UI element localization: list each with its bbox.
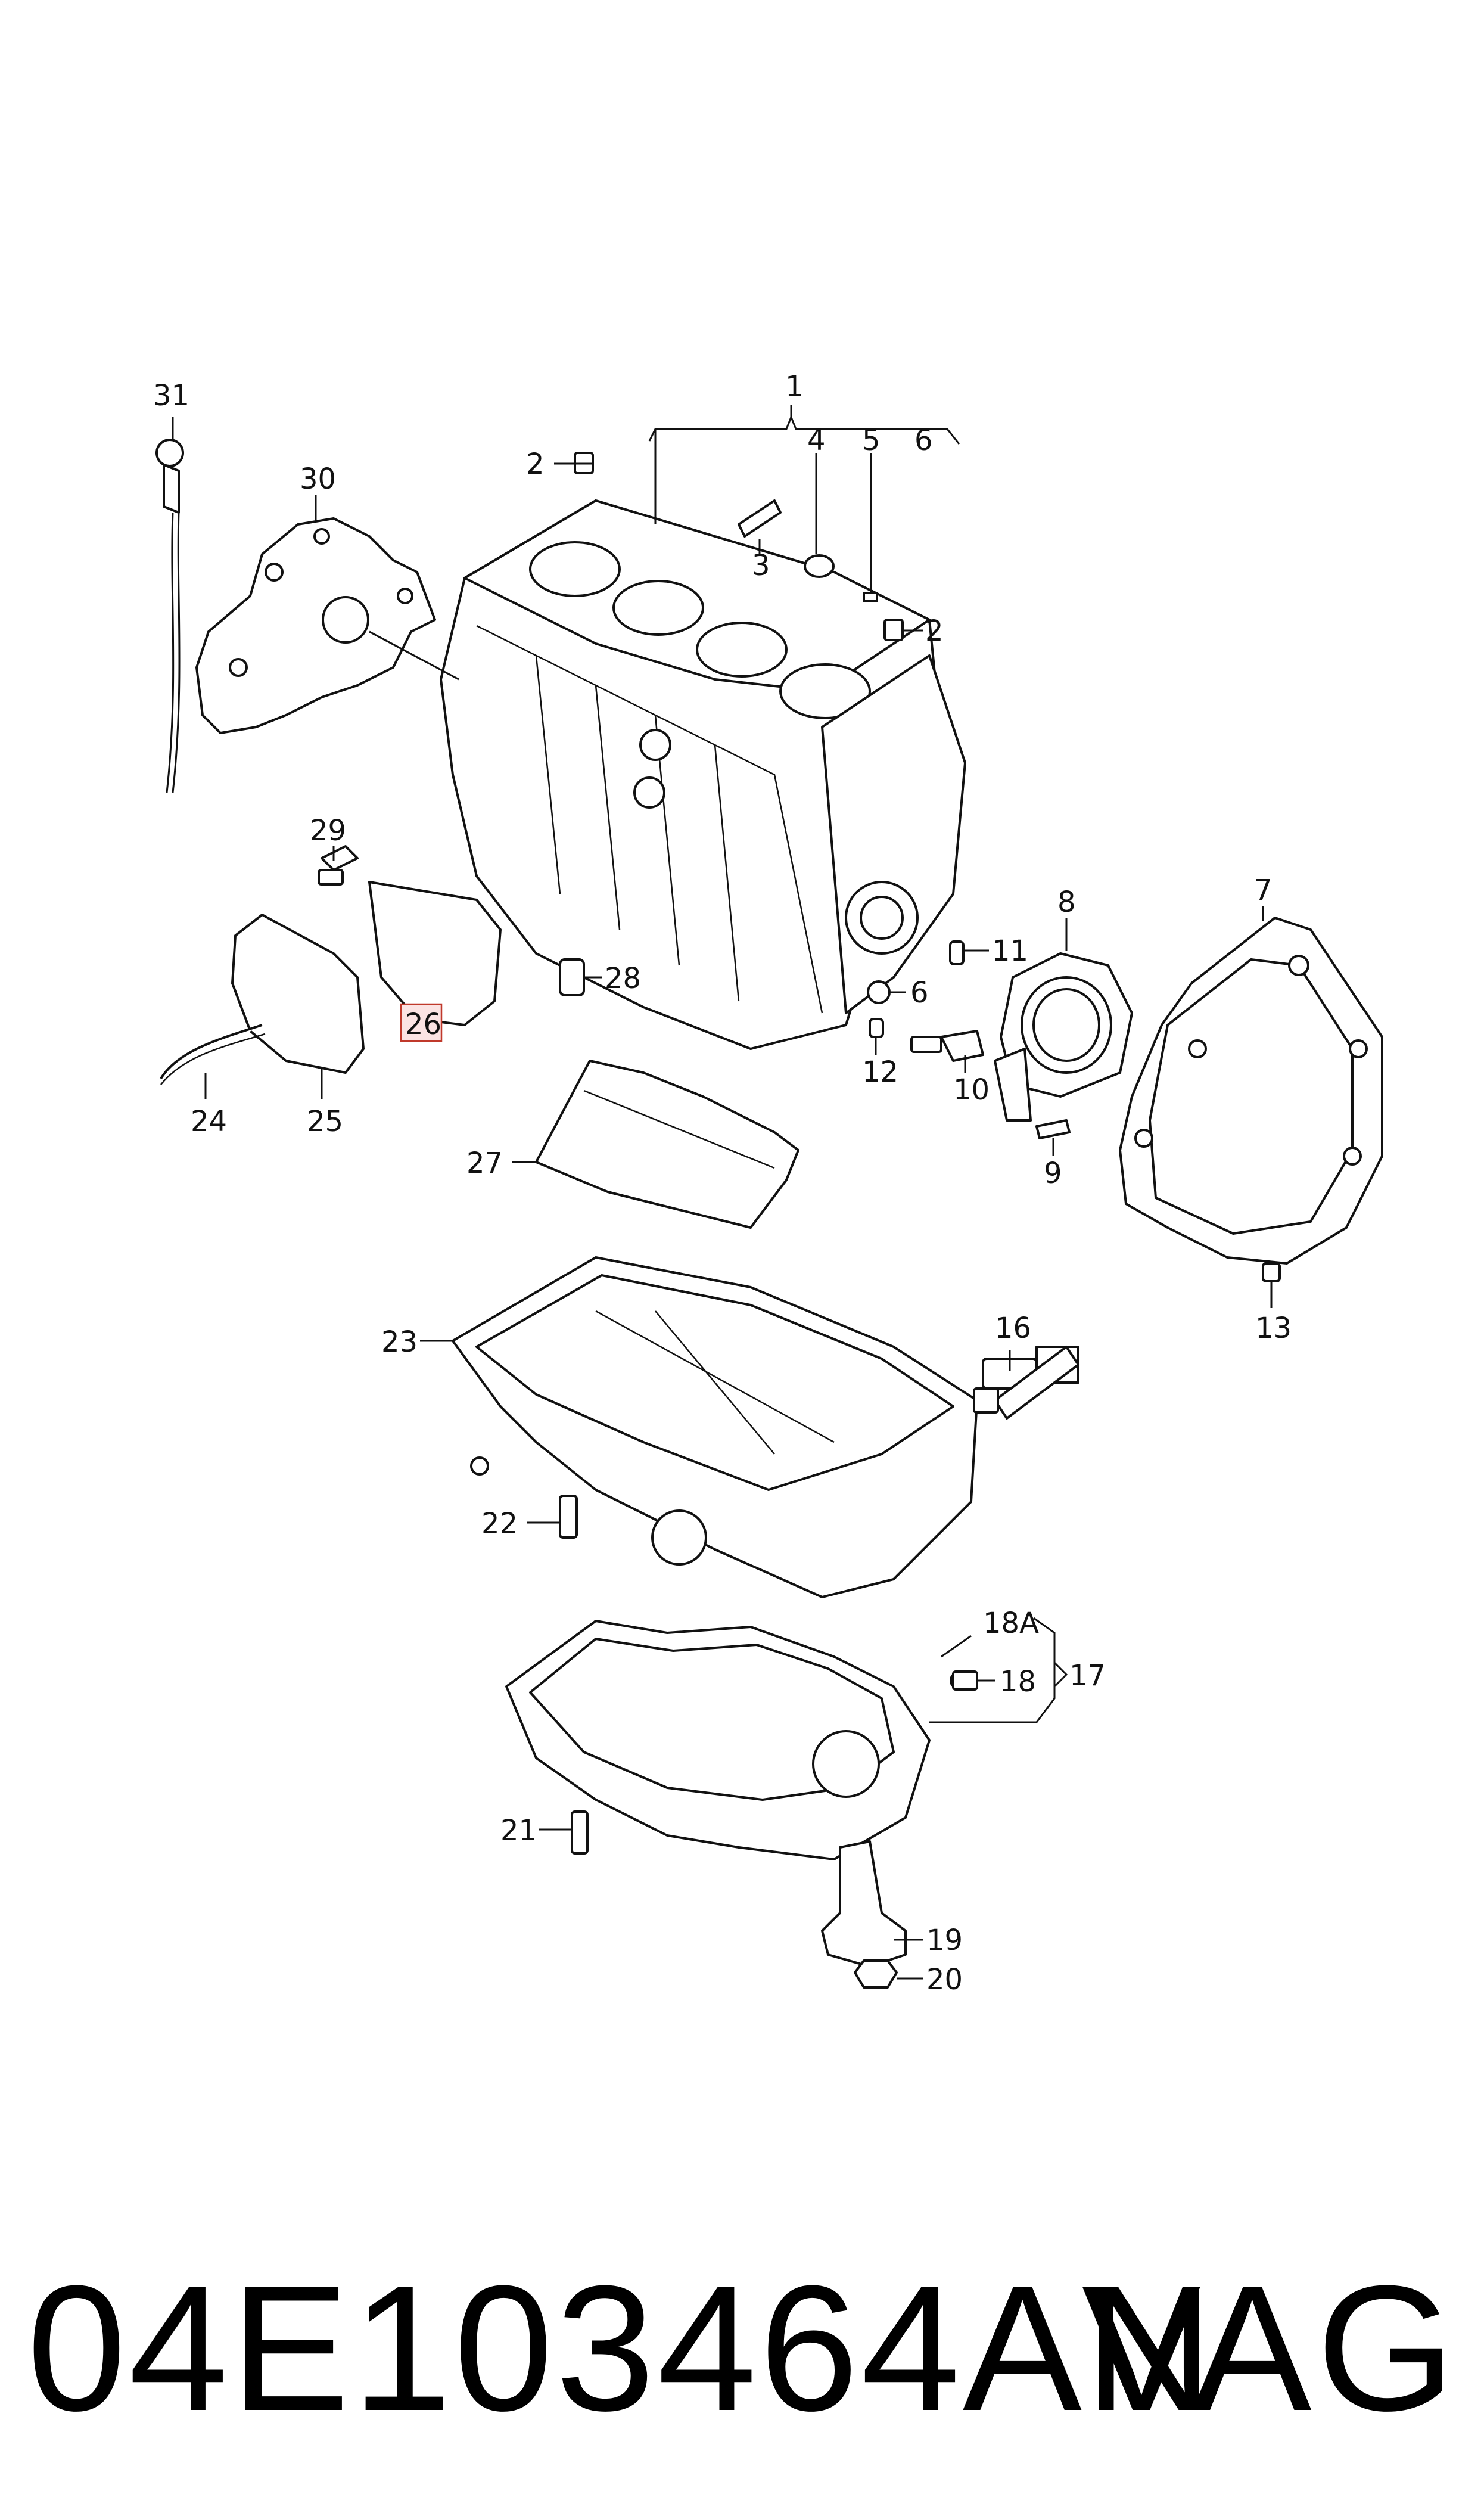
footer: 04E103464AN VAG — [0, 2241, 1484, 2455]
callout-3: 3 — [752, 549, 770, 582]
callout-6-side: 6 — [910, 976, 929, 1010]
callout-5: 5 — [862, 424, 881, 457]
callout-26: 26 — [405, 1008, 441, 1041]
upper-oil-pan-part — [452, 1256, 1079, 1598]
callout-18A: 18A — [983, 1607, 1039, 1640]
callout-23: 23 — [381, 1325, 418, 1359]
part-number-text: 04E103464AN — [27, 2248, 1216, 2448]
callout-7: 7 — [1254, 874, 1273, 907]
brand-text: VAG — [1081, 2248, 1460, 2448]
callout-25: 25 — [307, 1105, 343, 1138]
seal-flange-part — [994, 952, 1133, 1122]
bolt-22-part — [559, 1495, 578, 1539]
dowel-13-part — [1262, 1262, 1281, 1282]
callout-30: 30 — [300, 462, 336, 496]
oil-cooler-parts — [160, 845, 585, 1085]
callout-31: 31 — [153, 379, 189, 412]
callout-22: 22 — [481, 1507, 518, 1540]
dipstick-part — [155, 439, 184, 793]
callout-6-top: 6 — [914, 424, 933, 457]
callout-13: 13 — [1255, 1312, 1292, 1345]
callout-28: 28 — [605, 962, 641, 995]
bolt-21-part — [571, 1810, 589, 1855]
callout-27: 27 — [466, 1147, 503, 1180]
callout-2-top: 2 — [526, 448, 545, 481]
baffle-plate-part — [535, 1060, 799, 1229]
sealant-tube-part — [973, 1346, 1079, 1420]
callout-labels: 1 2 2 3 4 5 6 6 7 8 9 10 11 12 13 16 17 … — [153, 370, 1292, 1996]
callout-9: 9 — [1044, 1157, 1062, 1190]
small-fasteners-right — [867, 940, 1071, 1139]
callout-20: 20 — [926, 1963, 963, 1996]
oil-level-sensor-part — [821, 1840, 907, 1989]
exploded-parts-diagram: 1 2 2 3 4 5 6 6 7 8 9 10 11 12 13 16 17 … — [153, 370, 1383, 1996]
callout-12: 12 — [862, 1055, 898, 1089]
oil-pump-cover-part — [195, 517, 436, 734]
lower-oil-pan-part — [505, 1620, 978, 1860]
gasket-part — [1119, 917, 1383, 1265]
leader-lines — [172, 405, 1273, 1980]
callout-1: 1 — [785, 370, 804, 403]
callout-26-highlight — [400, 1003, 443, 1042]
callout-8: 8 — [1057, 886, 1076, 919]
callout-24: 24 — [191, 1105, 227, 1138]
cylinder-block-part — [440, 499, 966, 1050]
callout-17: 17 — [1069, 1659, 1106, 1692]
callout-4: 4 — [807, 424, 826, 457]
callout-2-right: 2 — [925, 614, 944, 648]
callout-10: 10 — [953, 1073, 990, 1107]
callout-29: 29 — [310, 814, 346, 847]
callout-18: 18 — [1000, 1665, 1036, 1698]
small-fasteners-top — [574, 452, 904, 641]
callout-11: 11 — [992, 934, 1028, 968]
callout-21: 21 — [500, 1814, 537, 1847]
callout-19: 19 — [926, 1924, 963, 1957]
callout-16: 16 — [995, 1312, 1031, 1345]
